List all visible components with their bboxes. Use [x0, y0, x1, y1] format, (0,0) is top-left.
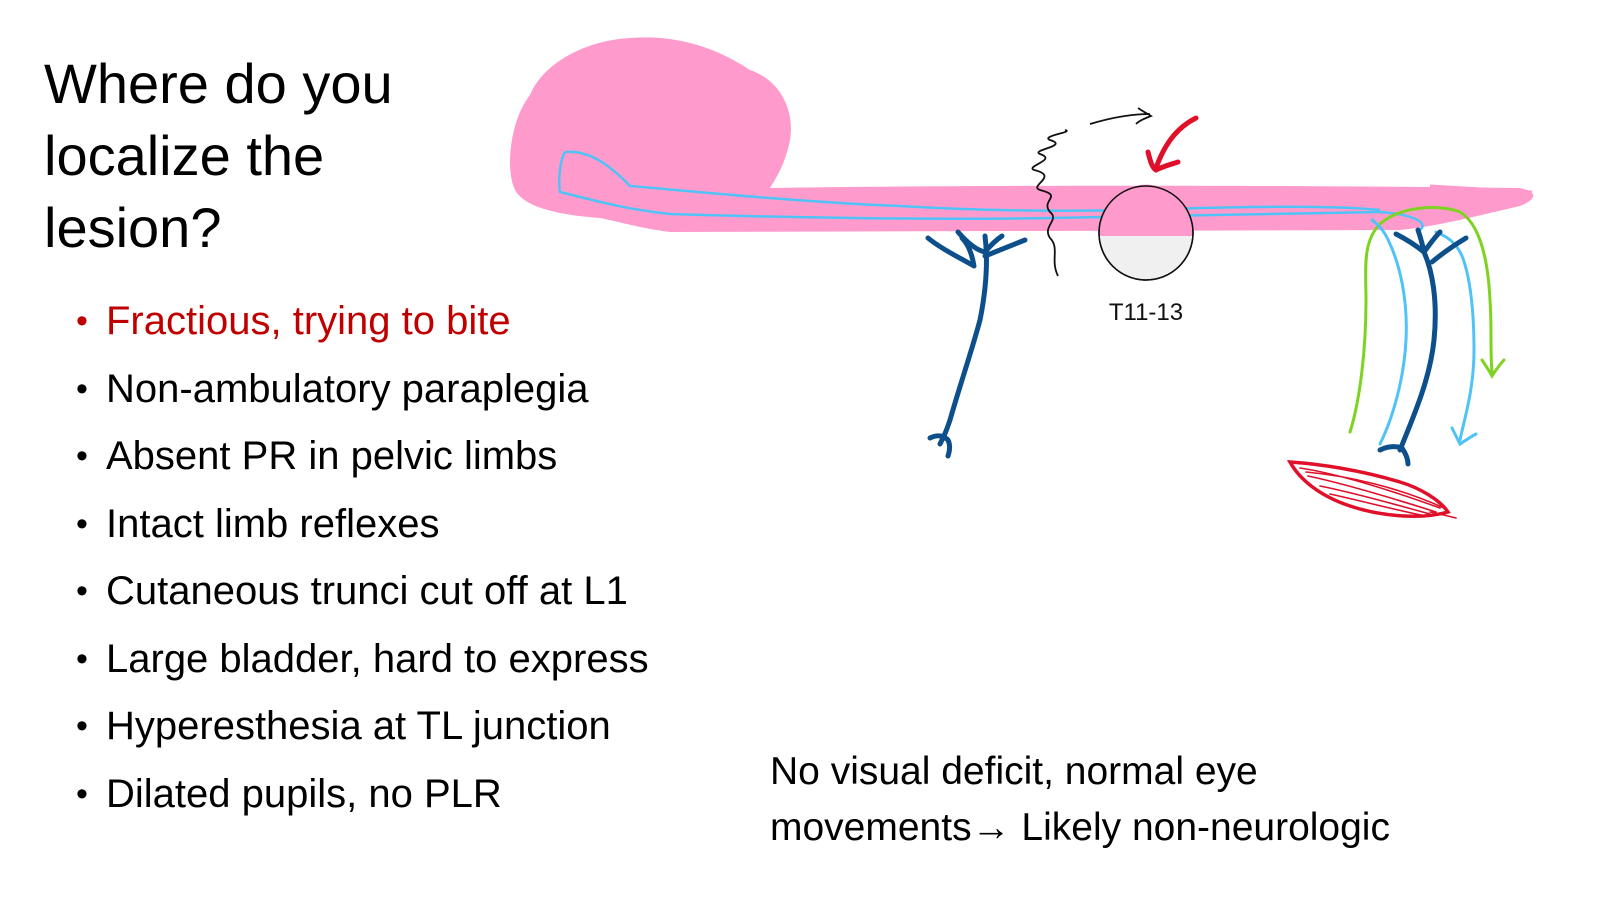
lesion-pointer-arrow: [1148, 118, 1196, 170]
lumbar-sensory-line: [1436, 232, 1474, 440]
conclusion-line-2: movements→ Likely non-neurologic: [770, 800, 1570, 856]
lumbar-motor-branch: [1396, 230, 1466, 262]
conclusion-note: No visual deficit, normal eye movements→…: [770, 744, 1570, 856]
lumbar-sensory-arrowhead: [1452, 428, 1476, 444]
right-arrow-icon: →: [972, 806, 1011, 849]
conclusion-prefix: movements: [770, 806, 972, 849]
lumbar-motor-terminal: [1380, 447, 1408, 464]
hyperesthesia-arrow: [1090, 108, 1151, 124]
conclusion-line-1: No visual deficit, normal eye: [770, 744, 1570, 800]
thoracic-nerve-root: [940, 236, 986, 444]
conclusion-suffix: Likely non-neurologic: [1011, 806, 1390, 849]
thoracic-nerve-branch: [928, 232, 1025, 266]
lesion-label: T11-13: [1109, 299, 1183, 326]
brain-shape: [510, 37, 1533, 232]
lumbar-sensory-line: [1372, 220, 1406, 444]
